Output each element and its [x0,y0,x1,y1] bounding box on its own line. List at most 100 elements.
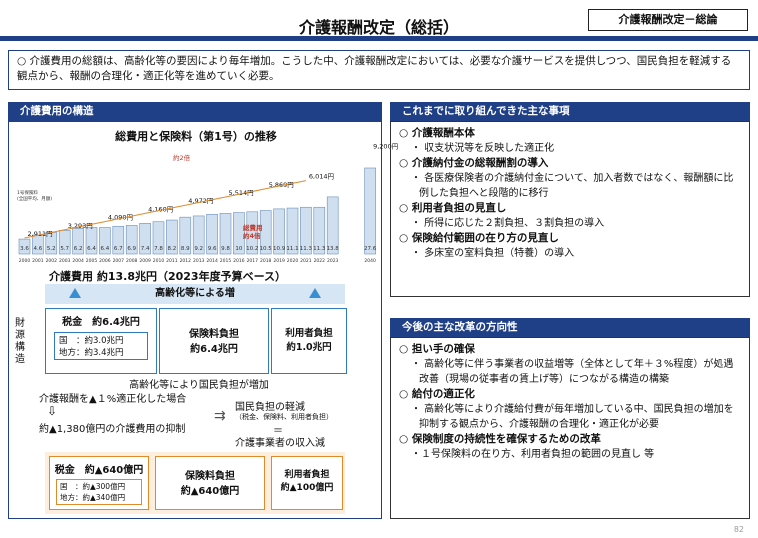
intro-text: ○ 介護費用の総額は、高齢化等の要因により毎年増加。こうした中、介護報酬改定にお… [8,50,750,90]
year-tick-label: 2020 [287,258,299,264]
tax-box: 税金 約6.4兆円 国 ：約3.0兆円 地方：約3.4兆円 [45,308,157,374]
premium-line [24,180,306,239]
tax-cut-amount: 税金 約▲640億円 [54,465,144,476]
bar-value-label: 13.8 [327,246,340,252]
measure-title: ○ 介護報酬本体 [399,127,475,139]
total-cost: 介護費用 約13.8兆円（2023年度予算ベース） [49,270,287,283]
reform-title: ○ 給付の適正化 [399,388,475,400]
tax-amount: 税金 約6.4兆円 [62,317,140,328]
bar-value-label: 11.3 [313,246,326,252]
measure-detail: ・ 多床室の室料負担（特養）の導入 [411,248,575,259]
bar-value-label: 11.3 [300,246,313,252]
bar-value-label: 9.6 [208,246,217,252]
cost-bar [58,230,71,255]
burden-reduction-note: （税金、保険料、利用者負担） [235,413,333,421]
premium-legend: (全国平均、月額) [17,195,52,202]
bar-value-label: 6.4 [101,246,110,252]
bar-value-label: 8.2 [168,246,177,252]
bar-value-label: 5.7 [60,246,69,252]
up-arrow-icon [69,288,81,298]
year-tick-label: 2000 [19,258,31,264]
user-cut-box: 利用者負担 約▲100億円 [271,456,343,510]
year-tick-label: 2021 [300,258,312,264]
year-tick-label: 2001 [32,258,44,264]
year-tick-label: 2007 [113,258,125,264]
split-arrow-icon: ⇉ [214,408,226,424]
cost-bar [246,211,259,255]
year-tick-label: 2013 [193,258,205,264]
bar-value-label: 6.2 [74,246,83,252]
measure-detail: ・ 所得に応じた２割負担、３割負担の導入 [411,218,605,229]
income-decrease: 介護事業者の収入減 [235,438,325,449]
year-tick-label: 2017 [247,258,259,264]
cost-bar [273,208,285,255]
four-times-note: 約4倍 [243,231,261,240]
premium-label: 4,972円 [188,197,213,205]
year-tick-label: 2019 [273,258,285,264]
bar-value-label: 11.1 [286,246,298,252]
cost-bar [259,210,272,255]
equal-sign: ＝ [273,426,283,437]
year-tick-label: 2010 [153,258,165,264]
year-tick-label: 2023 [327,258,339,264]
tax-local: 地方：約3.4兆円 [59,348,124,358]
source-label: 財源構造 [15,318,25,365]
bar-value-label: 7.4 [141,246,150,252]
tax-national: 国 ：約3.0兆円 [59,336,124,346]
cost-bar [125,225,138,255]
bar-value-label: 9.2 [194,246,203,252]
four-times-note: 総費用 [243,223,263,232]
year-tick-label: 2008 [126,258,138,264]
year-tick-label: 2002 [46,258,58,264]
bar-value-label: 8.9 [181,246,190,252]
year-tick-label: 2022 [314,258,326,264]
bar-value-label: 4.6 [34,246,43,252]
page-title: 介護報酬改定（総括） [298,18,459,37]
cost-bar [233,212,245,255]
year-tick-label: 2011 [166,258,178,264]
double-note: 約2倍 [173,153,191,162]
year-tick-label: 2009 [139,258,151,264]
premium-label: 6,014円 [309,173,334,181]
page-number: 82 [733,525,744,534]
cost-bar [286,207,299,255]
year-tick-label: 2006 [99,258,111,264]
year-tick-label: 2040 [364,258,376,264]
premium-label: 3,293円 [68,222,93,230]
bar-value-label: 10.5 [260,246,273,252]
tax-cut-breakdown: 国 ：約▲300億円 地方：約▲340億円 [56,479,142,505]
premium-legend: 1号保険料 [17,189,38,196]
bar-value-label: 27.6 [364,246,377,252]
premium-label: 5,869円 [269,181,294,189]
cost-chart: 3.620004.620015.220025.720036.220046.420… [17,142,398,264]
premium-label: 4,090円 [108,214,133,222]
bar-value-label: 7.8 [154,246,163,252]
bar-value-label: 6.7 [114,246,123,252]
cost-bar [300,206,312,255]
down-arrow-icon: ⇩ [47,404,58,418]
aging-increase-band: 高齢化等による増 [45,284,345,304]
premium-label: 5,514円 [229,189,254,197]
measure-detail: ・ 各医療保険者の介護納付金について、加入者数ではなく、報酬額に比例した負担へと… [411,173,734,199]
cost-bar [364,167,376,255]
reform-header: 今後の主な改革の方向性 [390,318,750,337]
cost-bar [18,238,31,255]
year-tick-label: 2018 [260,258,272,264]
measure-title: ○ 利用者負担の見直し [399,202,507,214]
cost-bar [313,206,326,255]
reform-title: ○ 保険制度の持続性を確保するための改革 [399,433,601,445]
bar-value-label: 10.2 [246,246,258,252]
cost-bar [152,221,165,255]
year-tick-label: 2016 [233,258,245,264]
cost-bar [99,227,111,255]
bar-value-label: 10.9 [273,246,286,252]
tax-breakdown: 国 ：約3.0兆円 地方：約3.4兆円 [54,332,148,360]
section-tag: 介護報酬改定－総論 [588,9,748,31]
measure-title: ○ 保険給付範囲の在り方の見直し [399,232,559,244]
up-arrow-icon [309,288,321,298]
reform-detail: ・ 高齢化等により介護給付費が毎年増加している中、国民負担の増加を抑制する観点か… [411,404,734,430]
cost-bar [72,228,84,255]
cost-suppression: 約▲1,380億円の介護費用の抑制 [39,424,186,435]
title-rule [0,36,758,41]
